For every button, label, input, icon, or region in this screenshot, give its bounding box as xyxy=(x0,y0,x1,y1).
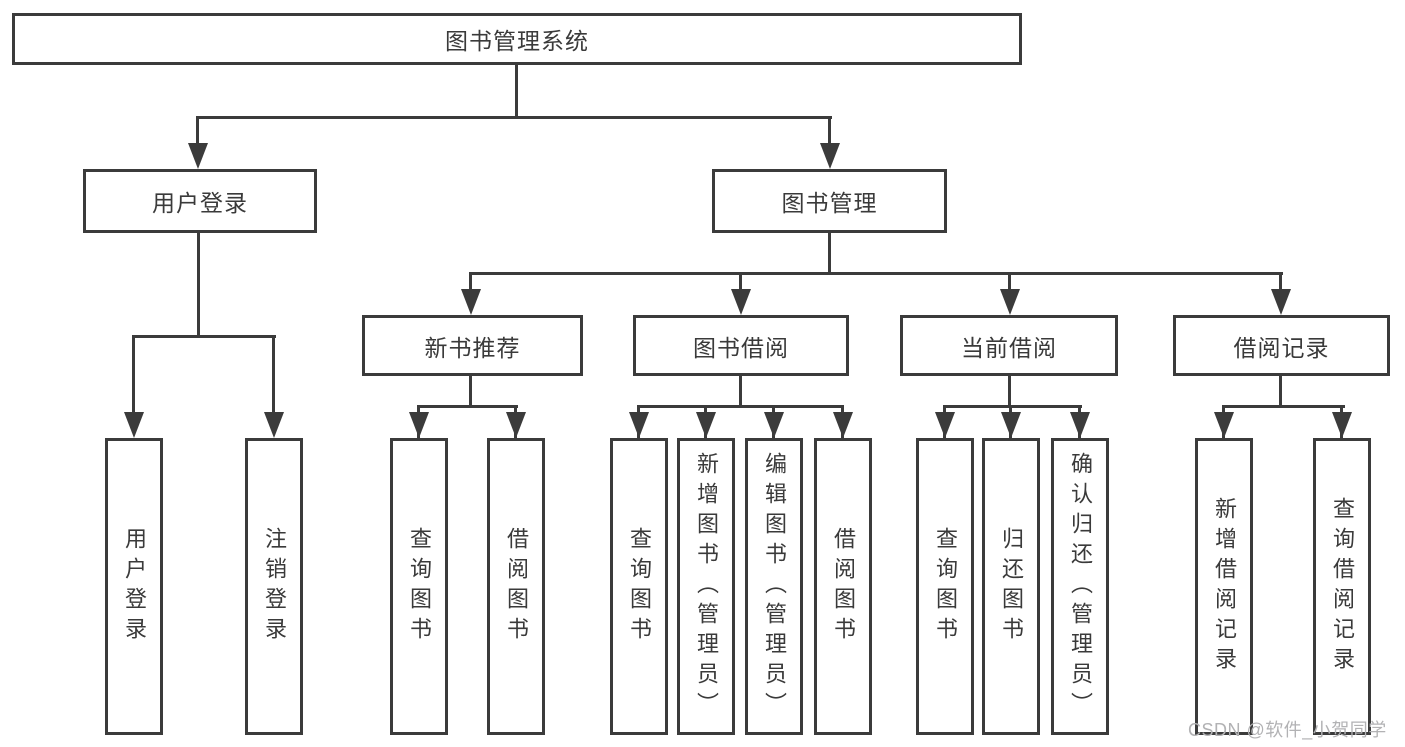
node-label: 查询图书 xyxy=(933,526,958,647)
node-query-books-current: 查询图书 xyxy=(916,438,974,735)
node-query-books-borrow: 查询图书 xyxy=(610,438,668,735)
connector-user-login-bar xyxy=(132,335,276,338)
connector-recommend-bar xyxy=(417,405,518,408)
connector-stem xyxy=(469,272,472,292)
node-query-borrow-record: 查询借阅记录 xyxy=(1313,438,1371,735)
node-label: 新增图书（管理员） xyxy=(694,451,719,722)
connector-stem xyxy=(1008,272,1011,292)
connector-root-stem xyxy=(515,64,518,118)
arrow-down-icon xyxy=(124,412,144,438)
connector-recommend-stem xyxy=(469,375,472,407)
arrow-down-icon xyxy=(1214,412,1234,438)
connector-borrow-stem xyxy=(739,375,742,407)
connector-records-stem xyxy=(1279,375,1282,407)
node-label: 查询图书 xyxy=(407,526,432,647)
node-label: 确认归还（管理员） xyxy=(1068,451,1093,722)
node-label: 新书推荐 xyxy=(424,334,521,361)
connector-current-bar xyxy=(943,405,1082,408)
arrow-down-icon xyxy=(820,143,840,169)
connector-stem xyxy=(272,335,275,415)
arrow-down-icon xyxy=(696,412,716,438)
node-label: 查询借阅记录 xyxy=(1330,496,1355,677)
node-borrow-records: 借阅记录 xyxy=(1173,315,1390,376)
node-library-management-system: 图书管理系统 xyxy=(12,13,1022,65)
connector-stem xyxy=(828,116,831,145)
arrow-down-icon xyxy=(731,289,751,315)
node-borrow-books: 借阅图书 xyxy=(814,438,872,735)
arrow-down-icon xyxy=(264,412,284,438)
arrow-down-icon xyxy=(1271,289,1291,315)
arrow-down-icon xyxy=(1070,412,1090,438)
node-label: 图书管理系统 xyxy=(445,28,589,54)
connector-user-login-stem xyxy=(197,231,200,337)
connector-stem xyxy=(196,116,199,145)
node-book-borrow: 图书借阅 xyxy=(633,315,849,376)
node-label: 注销登录 xyxy=(262,526,287,647)
node-query-books-recommend: 查询图书 xyxy=(390,438,448,735)
node-book-management: 图书管理 xyxy=(712,169,947,233)
connector-book-management-bar xyxy=(469,272,1283,275)
watermark: CSDN @软件_小贺同学 xyxy=(1188,720,1387,740)
connector-root-bar xyxy=(196,116,832,119)
node-edit-books-admin: 编辑图书（管理员） xyxy=(745,438,803,735)
node-label: 编辑图书（管理员） xyxy=(762,451,787,722)
connector-records-bar xyxy=(1222,405,1345,408)
arrow-down-icon xyxy=(833,412,853,438)
connector-stem xyxy=(132,335,135,415)
node-add-borrow-record: 新增借阅记录 xyxy=(1195,438,1253,735)
connector-book-management-stem xyxy=(828,232,831,274)
node-label: 归还图书 xyxy=(999,526,1024,647)
node-current-borrow: 当前借阅 xyxy=(900,315,1118,376)
arrow-down-icon xyxy=(409,412,429,438)
node-logout: 注销登录 xyxy=(245,438,303,735)
arrow-down-icon xyxy=(506,412,526,438)
node-label: 借阅记录 xyxy=(1233,334,1330,361)
node-label: 新增借阅记录 xyxy=(1212,496,1237,677)
arrow-down-icon xyxy=(764,412,784,438)
arrow-down-icon xyxy=(1001,412,1021,438)
node-label: 查询图书 xyxy=(627,526,652,647)
node-return-books: 归还图书 xyxy=(982,438,1040,735)
node-confirm-return-admin: 确认归还（管理员） xyxy=(1051,438,1109,735)
node-label: 借阅图书 xyxy=(504,526,529,647)
node-label: 当前借阅 xyxy=(961,334,1057,361)
node-add-books-admin: 新增图书（管理员） xyxy=(677,438,735,735)
arrow-down-icon xyxy=(935,412,955,438)
connector-stem xyxy=(739,272,742,292)
arrow-down-icon xyxy=(629,412,649,438)
connector-stem xyxy=(1279,272,1282,292)
node-label: 图书借阅 xyxy=(693,334,789,361)
node-new-book-recommend: 新书推荐 xyxy=(362,315,583,376)
arrow-down-icon xyxy=(1000,289,1020,315)
arrow-down-icon xyxy=(461,289,481,315)
node-user-login-leaf: 用户登录 xyxy=(105,438,163,735)
arrow-down-icon xyxy=(1332,412,1352,438)
node-user-login: 用户登录 xyxy=(83,169,317,233)
arrow-down-icon xyxy=(188,143,208,169)
connector-borrow-bar xyxy=(637,405,843,408)
node-label: 用户登录 xyxy=(122,526,147,647)
node-label: 用户登录 xyxy=(152,190,248,216)
node-borrow-books-recommend: 借阅图书 xyxy=(487,438,545,735)
connector-current-stem xyxy=(1008,375,1011,407)
node-label: 借阅图书 xyxy=(831,526,856,647)
node-label: 图书管理 xyxy=(781,190,878,216)
